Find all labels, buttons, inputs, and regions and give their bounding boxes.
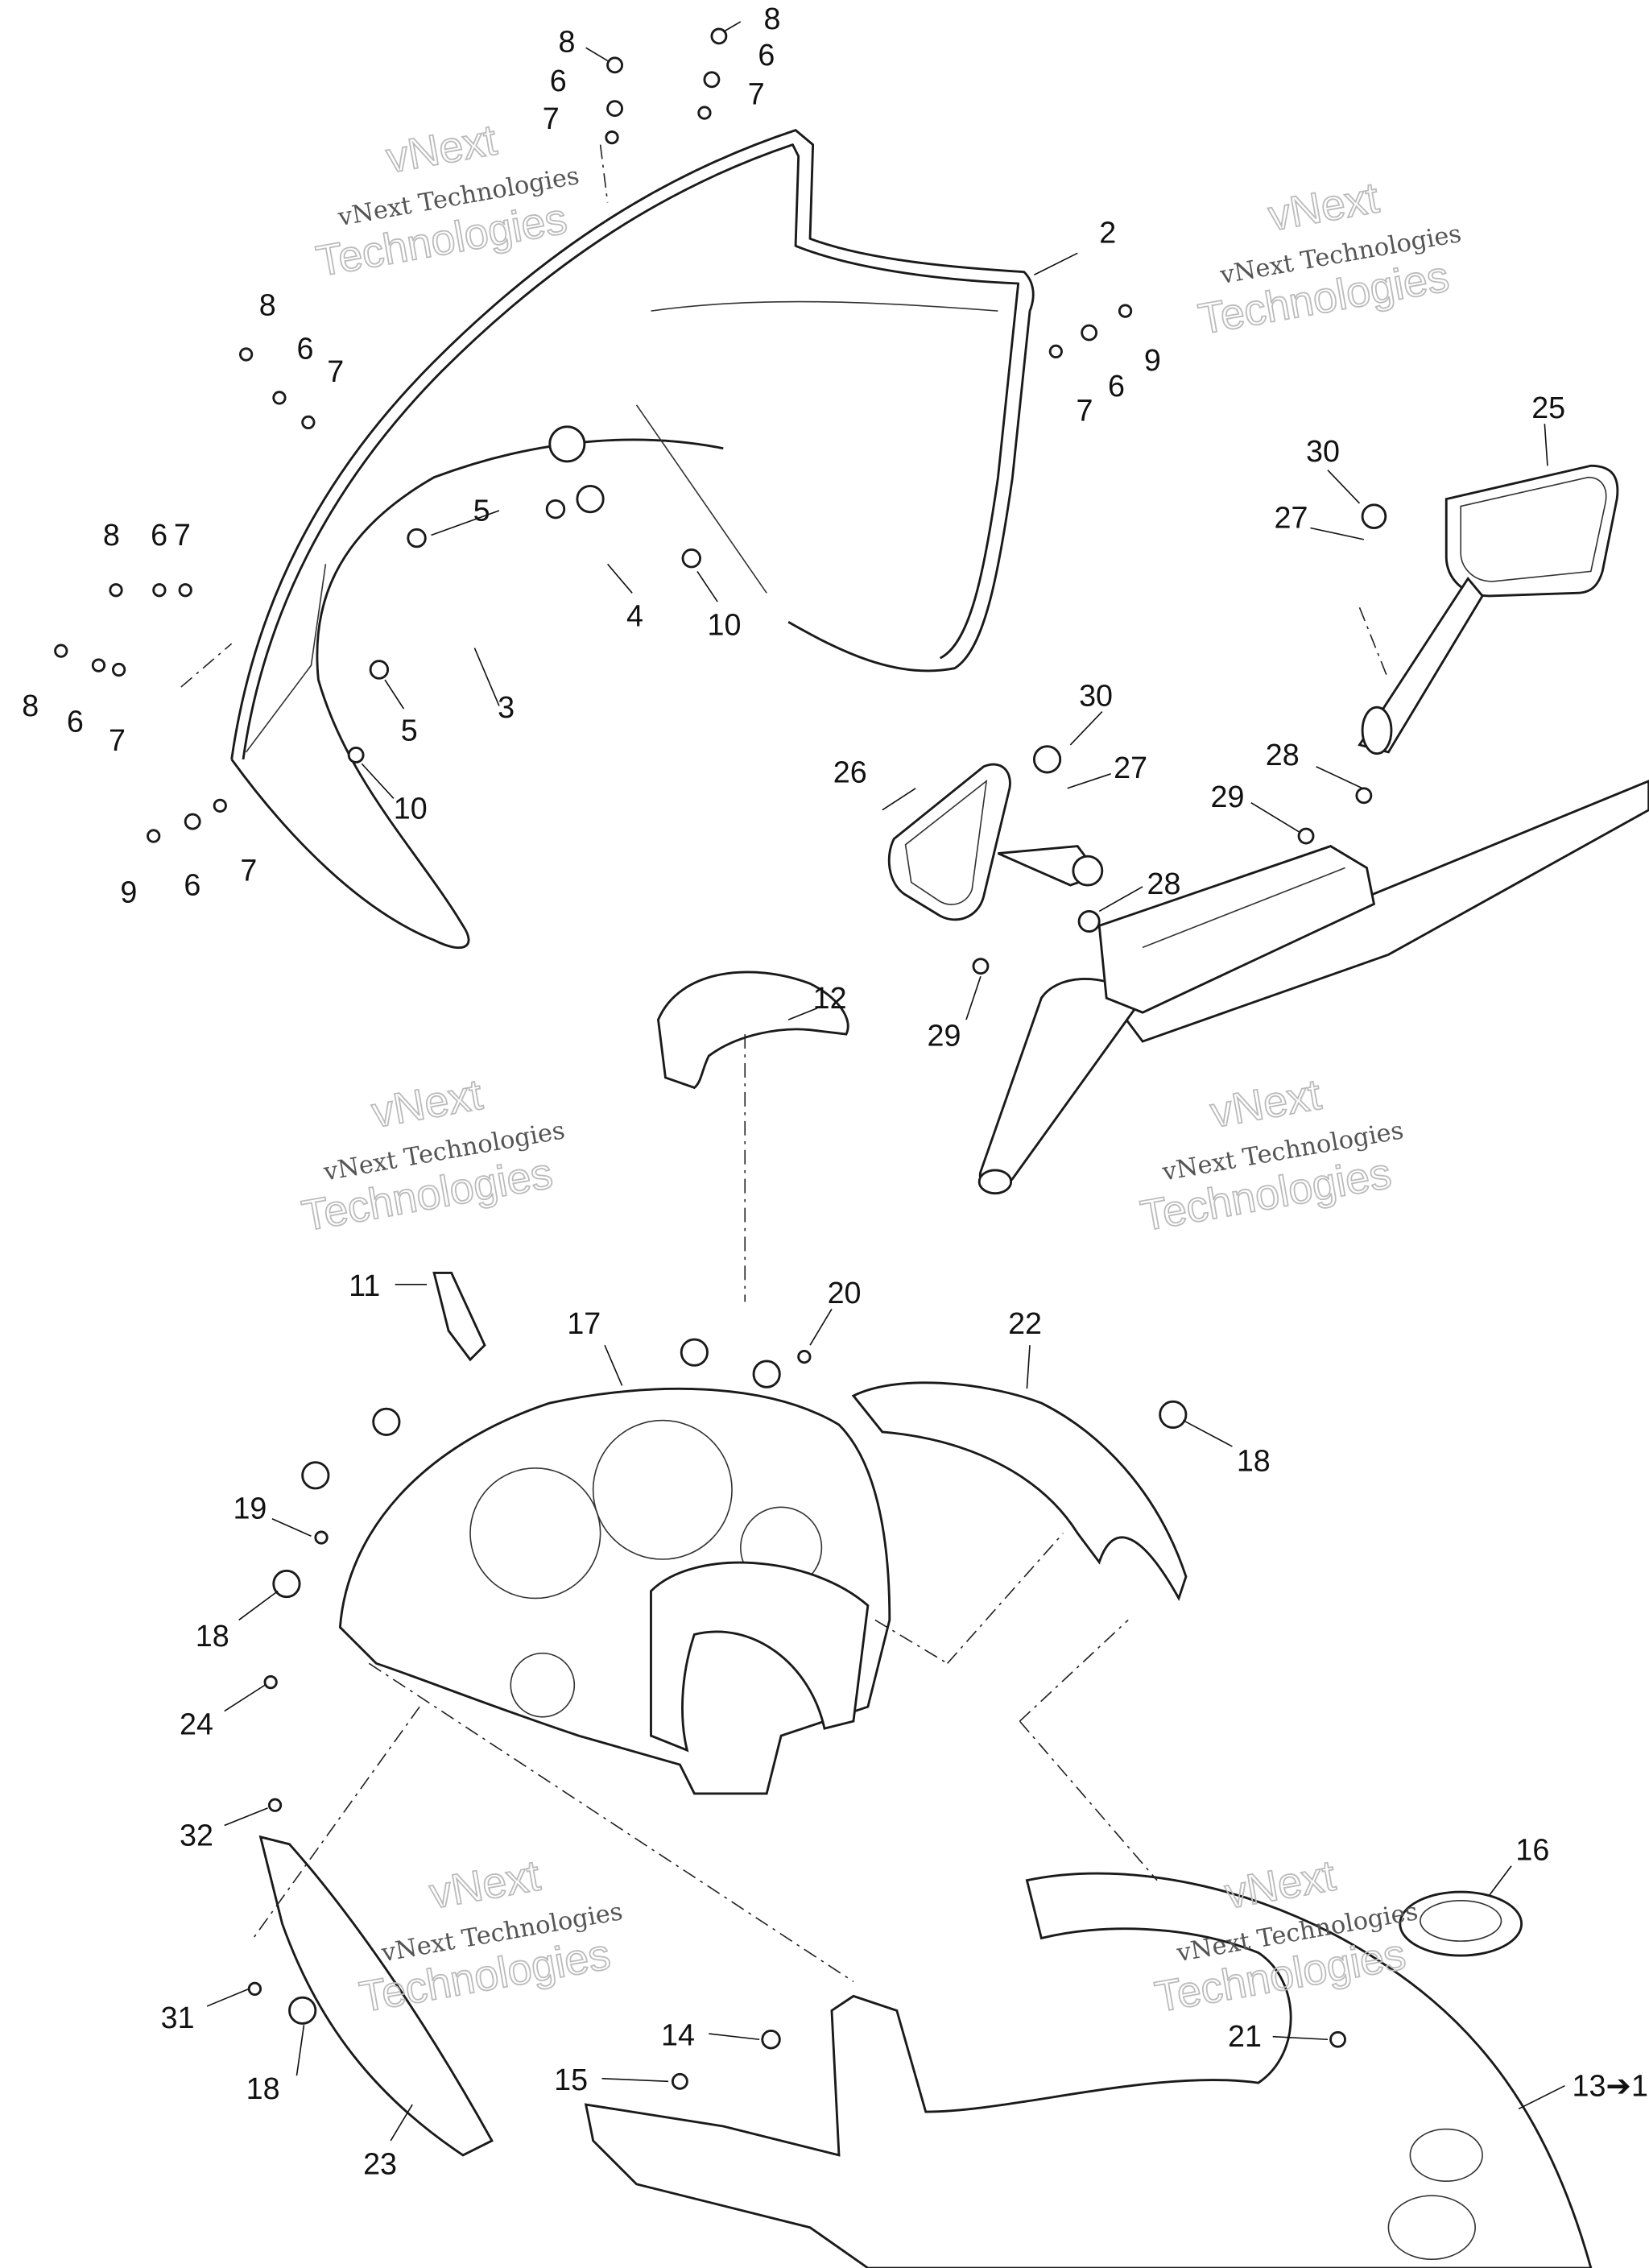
callout: 6	[758, 38, 775, 72]
instrument-panel	[338, 1387, 891, 1795]
watermark-block: vNext vNext Technologies Technologies	[298, 1070, 568, 1241]
callout: 11	[349, 1269, 380, 1302]
watermark-block: vNext vNext Technologies Technologies	[355, 1851, 625, 2022]
callout: 26	[833, 755, 867, 789]
callout: 8	[22, 689, 39, 722]
callout: 8	[259, 288, 276, 322]
leader-lines	[180, 21, 1565, 2142]
fasteners	[54, 27, 1387, 2090]
side-panel-23	[258, 1835, 494, 2157]
callout: 18	[1237, 1443, 1271, 1477]
callout: 20	[828, 1276, 862, 1310]
callout: 23	[363, 2146, 397, 2180]
callout: 7	[174, 518, 191, 552]
callout: 25	[1531, 391, 1565, 424]
callout: 14	[661, 2018, 695, 2051]
callout: 9	[1144, 343, 1161, 377]
callout: 5	[401, 714, 418, 747]
watermark-vnext: vNext	[1221, 1852, 1339, 1918]
side-panel-22	[851, 1381, 1188, 1602]
windshield	[230, 129, 1035, 949]
callout: 3	[498, 690, 515, 724]
callout: 19	[233, 1492, 267, 1525]
watermark-vnext: vNext	[368, 1070, 486, 1137]
connector-11	[432, 1271, 486, 1362]
watermark-vnext: vNext	[1207, 1070, 1325, 1137]
watermark-vnext: vNext	[426, 1852, 543, 1918]
callout: 31	[161, 2001, 195, 2034]
callout: 24	[180, 1707, 213, 1740]
callout: 10	[708, 607, 742, 641]
callout: 9	[120, 875, 137, 909]
callout: 28	[1266, 738, 1300, 772]
callout: 6	[184, 868, 200, 902]
callout: 16	[1515, 1833, 1549, 1867]
callout: 27	[1114, 751, 1147, 784]
lower-body	[584, 1872, 1593, 2268]
callout: 5	[473, 494, 490, 528]
callout: 4	[626, 599, 643, 633]
callout: 8	[103, 518, 120, 552]
callout: 6	[1108, 369, 1125, 403]
mirror-right	[1358, 464, 1619, 755]
callout: 10	[394, 791, 428, 825]
callout: 22	[1008, 1306, 1042, 1340]
callout: 7	[327, 354, 344, 388]
callout: 15	[554, 2063, 588, 2096]
cover-12	[656, 971, 849, 1090]
watermarks: vNext vNext Technologies Technologies vN…	[298, 115, 1464, 2022]
watermark-block: vNext vNext Technologies Technologies	[1136, 1070, 1406, 1241]
callout: 18	[196, 1619, 229, 1653]
callout: 7	[748, 77, 765, 110]
watermark-vnext: vNext	[382, 116, 500, 183]
callout: 8	[764, 2, 781, 35]
callout: 29	[1211, 780, 1245, 813]
mirror-left	[887, 763, 1104, 921]
callout: 2	[1099, 216, 1116, 250]
callout: 7	[109, 723, 126, 757]
callout: 28	[1147, 867, 1180, 900]
callout: 29	[928, 1018, 961, 1052]
callout: 6	[67, 705, 84, 739]
callout: 7	[543, 101, 560, 135]
callout: 32	[180, 1819, 213, 1852]
callout: 6	[550, 64, 567, 97]
callout: 30	[1306, 434, 1340, 468]
callout: 18	[246, 2071, 280, 2105]
callout: 21	[1228, 2019, 1262, 2053]
callout: 6	[151, 518, 167, 552]
handlebar	[977, 780, 1649, 1195]
callout: 13➔1	[1572, 2068, 1648, 2102]
callout: 27	[1275, 501, 1308, 535]
watermark-block: vNext vNext Technologies Technologies	[1194, 173, 1464, 345]
callout: 30	[1079, 678, 1113, 712]
callout: 8	[559, 25, 576, 59]
callout: 12	[813, 981, 847, 1015]
callout: 17	[567, 1306, 601, 1340]
callout: 6	[296, 331, 313, 365]
ring-16	[1399, 1890, 1523, 1957]
callout-labels: 8 8 6 6 7 7 2 8 6 7 9 6 7 25 30 27 5 8 6…	[22, 2, 1648, 2180]
callout: 7	[1076, 394, 1093, 428]
callout: 7	[240, 854, 257, 888]
watermark-vnext: vNext	[1265, 173, 1382, 240]
